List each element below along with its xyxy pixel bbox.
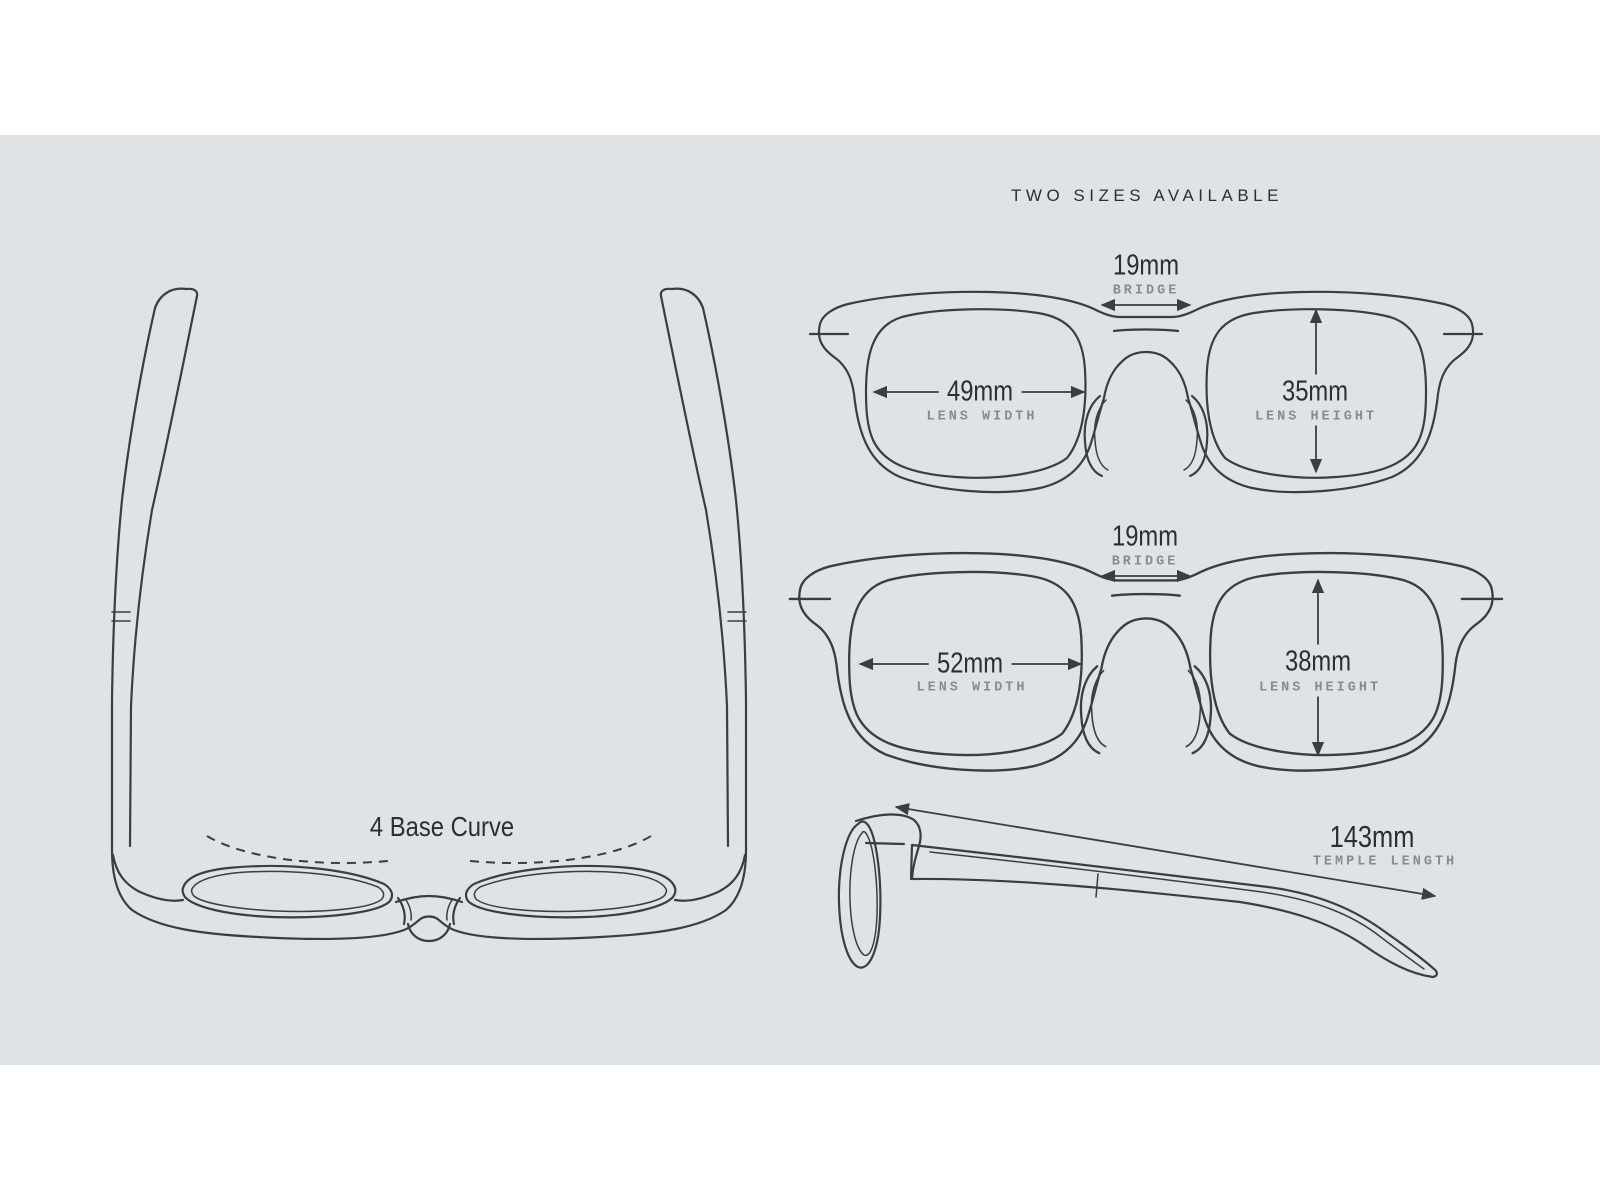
front-right-nose-pad — [1188, 394, 1209, 478]
bridge-value-small: 19mm — [1112, 249, 1180, 282]
base-curve-label: 4 Base Curve — [369, 811, 515, 842]
base-curve-dashed-left — [206, 835, 389, 864]
lens-width-value-large: 52mm — [928, 646, 1012, 682]
front-left-nose-pad — [1083, 394, 1104, 478]
top-view-nose-pads-inner — [405, 899, 453, 921]
temple-length-arrow — [894, 803, 1437, 900]
top-view-left-hinge — [111, 611, 131, 622]
lens-width-label-large: LENS WIDTH — [916, 680, 1028, 696]
side-hinge-pin — [864, 841, 906, 846]
top-view-band-right — [673, 853, 747, 902]
lens-height-value-large: 38mm — [1276, 644, 1360, 680]
top-view-right-hinge — [727, 611, 747, 622]
bridge-label-large: BRIDGE — [1111, 554, 1179, 570]
front-right-lens — [1205, 308, 1428, 479]
top-view-left-lens — [181, 864, 394, 919]
top-view-left-temple — [110, 287, 199, 852]
front-view-large — [788, 551, 1504, 772]
front-bridge-bottom — [1112, 328, 1180, 333]
side-lens-outline — [837, 820, 882, 969]
temple-length-label: TEMPLE LENGTH — [1312, 854, 1458, 870]
front-view-small — [808, 290, 1484, 494]
temple-length-value: 143mm — [1329, 819, 1415, 854]
top-view-band-center — [394, 894, 464, 904]
top-view-band-left — [111, 853, 185, 902]
front-frame-outline — [817, 290, 1475, 494]
bridge-label-small: BRIDGE — [1112, 283, 1180, 299]
top-view-nose-bridge-bottom — [406, 922, 452, 943]
bridge-value-large: 19mm — [1111, 520, 1179, 553]
top-view-right-lens — [464, 864, 677, 919]
lens-width-value-small: 49mm — [938, 374, 1022, 410]
lens-height-value-small: 35mm — [1273, 374, 1357, 410]
top-view-left-lens-inner — [190, 870, 385, 913]
top-view-right-lens-inner — [473, 870, 668, 913]
side-temple-joint — [1095, 873, 1099, 898]
top-view-nose-pads — [396, 896, 462, 926]
top-view-right-temple — [659, 287, 748, 852]
front-left-nose-pad-inner — [1093, 399, 1109, 471]
top-view-frame-bottom — [110, 848, 748, 941]
front-left-lens — [864, 308, 1087, 479]
side-lens-inner — [849, 830, 878, 957]
lens-width-label-small: LENS WIDTH — [926, 409, 1038, 425]
lens-height-label-small: LENS HEIGHT — [1244, 408, 1388, 426]
top-view-drawing — [110, 287, 748, 943]
page-title: TWO SIZES AVAILABLE — [1011, 186, 1283, 205]
lens-height-label-large: LENS HEIGHT — [1248, 679, 1392, 697]
front-right-nose-pad-inner — [1183, 399, 1199, 471]
